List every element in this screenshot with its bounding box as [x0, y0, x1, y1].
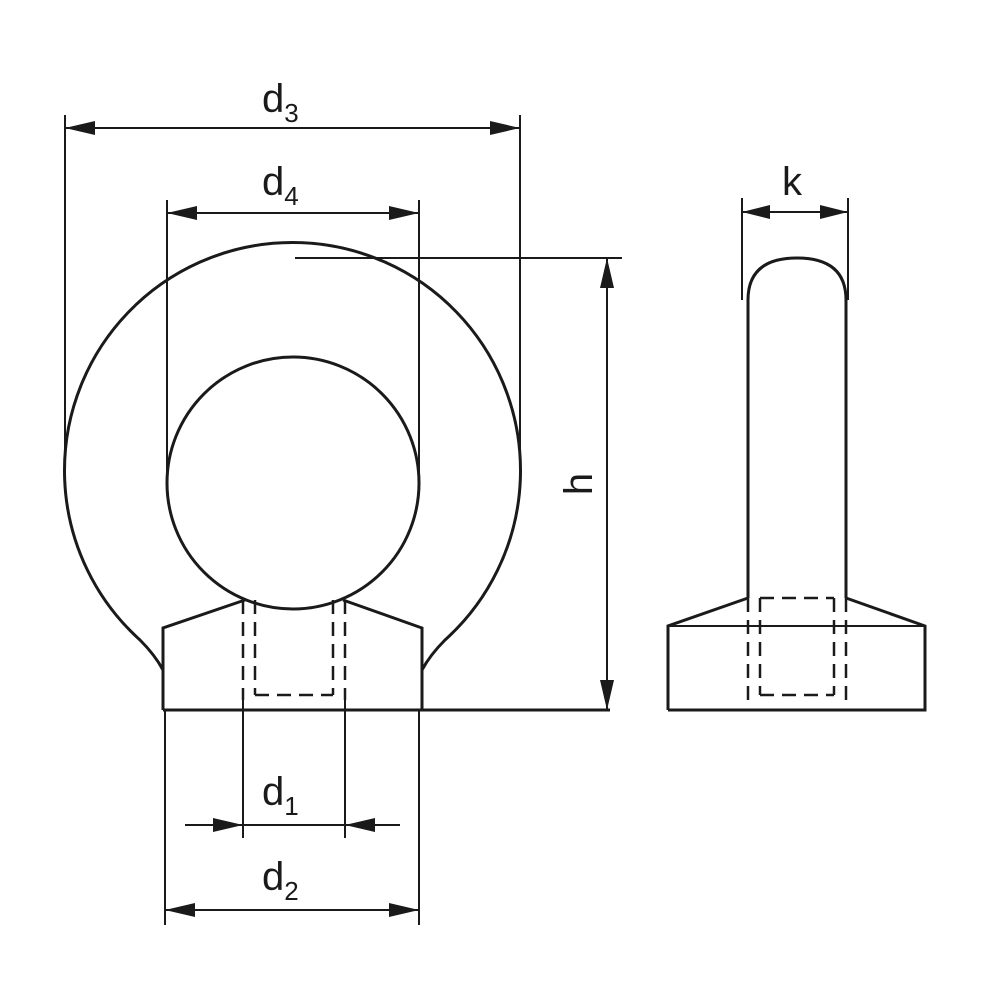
front-view	[63, 241, 610, 712]
dimension-k: k	[741, 160, 849, 300]
label-h: h	[557, 473, 601, 495]
label-d2: d2	[262, 855, 299, 906]
arrowhead-left	[65, 121, 95, 135]
hidden-thread-front	[241, 600, 347, 700]
dimension-d4: d4	[166, 160, 420, 483]
dimension-d2: d2	[164, 710, 420, 925]
arrowhead-left	[167, 206, 197, 220]
label-d1: d1	[262, 770, 299, 821]
dimension-h: h	[295, 257, 622, 710]
arrowhead-left	[742, 205, 770, 219]
arrowhead-left	[165, 903, 195, 917]
side-shank	[746, 256, 848, 598]
arrowhead-right	[490, 121, 520, 135]
arrowhead-top	[600, 258, 614, 288]
arrowhead-right-outside	[345, 818, 375, 832]
ring-outer-contour	[63, 241, 522, 671]
side-view	[666, 256, 927, 712]
dimension-d1: d1	[185, 700, 400, 838]
arrowhead-bottom	[600, 680, 614, 710]
label-k: k	[782, 160, 803, 204]
hidden-thread-side	[746, 596, 848, 700]
dimension-d3: d3	[64, 77, 521, 460]
arrowhead-right	[389, 206, 419, 220]
label-d4: d4	[262, 160, 299, 211]
label-d3: d3	[262, 77, 299, 128]
side-collar	[666, 596, 927, 712]
arrowhead-left-outside	[213, 818, 243, 832]
collar-base	[161, 598, 424, 710]
arrowhead-right	[389, 903, 419, 917]
arrowhead-right	[820, 205, 848, 219]
ring-inner-hole	[165, 355, 421, 611]
